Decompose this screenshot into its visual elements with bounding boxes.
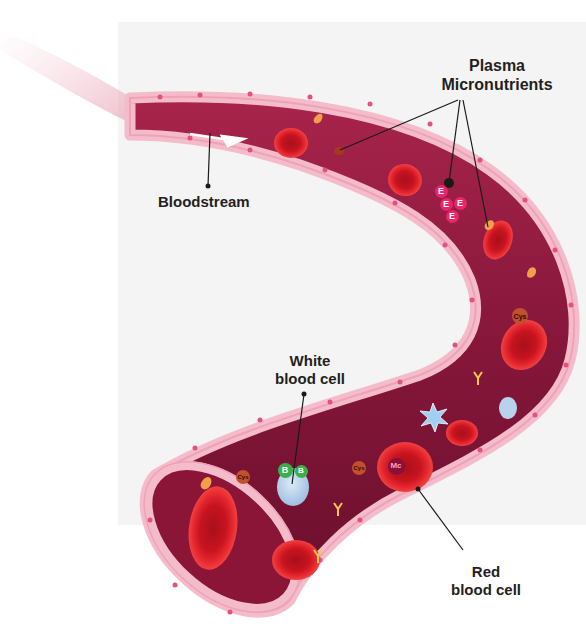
micronutrient-particle: Mc — [388, 458, 405, 475]
red-blood-cell — [446, 420, 478, 446]
particle-letter: Mc — [390, 462, 401, 470]
wall-cells — [148, 92, 574, 615]
red-blood-cell — [183, 483, 242, 573]
particle-letter: E — [449, 212, 455, 221]
red-blood-cell — [274, 128, 308, 158]
red-blood-cell — [478, 216, 518, 263]
callout-label: Plasma Micronutrients — [432, 56, 562, 94]
callout-label: White blood cell — [272, 352, 348, 388]
particle-letter: Cys — [353, 465, 364, 471]
wall-cell — [393, 201, 398, 206]
leader-dot — [302, 392, 307, 397]
wall-cell — [470, 298, 475, 303]
platelet — [420, 403, 448, 432]
vitamin-e-particle: E — [446, 210, 459, 223]
wall-cell — [198, 93, 203, 98]
antibody — [314, 550, 322, 563]
red-blood-cell — [272, 540, 320, 580]
antibody — [474, 372, 482, 385]
wall-cell — [478, 448, 483, 453]
wall-cell — [564, 363, 569, 368]
wall-cell — [358, 518, 363, 523]
wall-cell — [228, 610, 233, 615]
plasma-protein — [499, 397, 517, 419]
cysteine-particle: Cys — [236, 470, 250, 484]
wall-cell — [553, 248, 558, 253]
callout-label: Red blood cell — [450, 563, 522, 599]
particle-letter: Cys — [514, 313, 527, 320]
wall-cell — [148, 518, 153, 523]
wall-cell — [248, 148, 253, 153]
wall-cell — [158, 95, 163, 100]
leader-line — [449, 100, 460, 182]
wall-cell — [428, 122, 433, 127]
wall-cell — [308, 95, 313, 100]
wall-cell — [193, 446, 198, 451]
wall-cell — [398, 380, 403, 385]
wall-cell — [443, 243, 448, 248]
particle-letter: Cys — [237, 474, 248, 480]
nutrient-particle — [201, 477, 212, 489]
wall-cell — [533, 413, 538, 418]
particle-letter: E — [457, 199, 463, 208]
wall-cell — [173, 583, 178, 588]
leader-lines — [208, 100, 488, 550]
particle-letter: E — [443, 200, 449, 209]
wall-cell — [368, 102, 373, 107]
callout-label: Bloodstream — [158, 193, 278, 211]
nutrient-particle — [314, 114, 323, 124]
vitamin-e-particle: E — [440, 198, 453, 211]
nutrient-particle — [334, 147, 344, 155]
wall-cell — [323, 168, 328, 173]
particle-letter: B — [282, 466, 289, 475]
vitamin-b-particle: B — [295, 465, 308, 478]
leader-line — [418, 489, 463, 550]
plasma-particles — [201, 114, 536, 563]
leader-dots — [206, 178, 455, 492]
nutrient-particle — [485, 220, 494, 230]
wall-cell — [523, 198, 528, 203]
leader-line — [340, 100, 458, 150]
leader-line — [463, 100, 488, 227]
vessel-wall-edge — [130, 97, 574, 612]
wall-cell — [188, 136, 193, 141]
wall-cell — [328, 400, 333, 405]
antibody — [334, 503, 342, 516]
vitamin-e-particle: E — [435, 185, 448, 198]
cysteine-particle: Cys — [512, 308, 528, 324]
wall-cell — [248, 92, 253, 97]
leader-dot — [206, 184, 211, 189]
cysteine-particle: Cys — [352, 461, 366, 475]
vessel-opening-rim — [116, 433, 328, 630]
wall-cell — [569, 303, 574, 308]
particle-letter: E — [438, 187, 444, 196]
flow-arrow — [190, 134, 244, 146]
particle-letter: B — [298, 467, 304, 475]
wall-cell — [478, 158, 483, 163]
leader-dot — [416, 487, 421, 492]
red-blood-cell — [377, 442, 433, 492]
vessel-wall — [130, 97, 574, 612]
nutrient-particle — [527, 267, 536, 278]
vitamin-e-particle: E — [454, 197, 467, 210]
wall-cell — [258, 418, 263, 423]
leader-line — [208, 133, 210, 186]
wall-cell — [453, 343, 458, 348]
red-blood-cell — [384, 159, 427, 201]
vitamin-b-particle: B — [278, 463, 293, 478]
